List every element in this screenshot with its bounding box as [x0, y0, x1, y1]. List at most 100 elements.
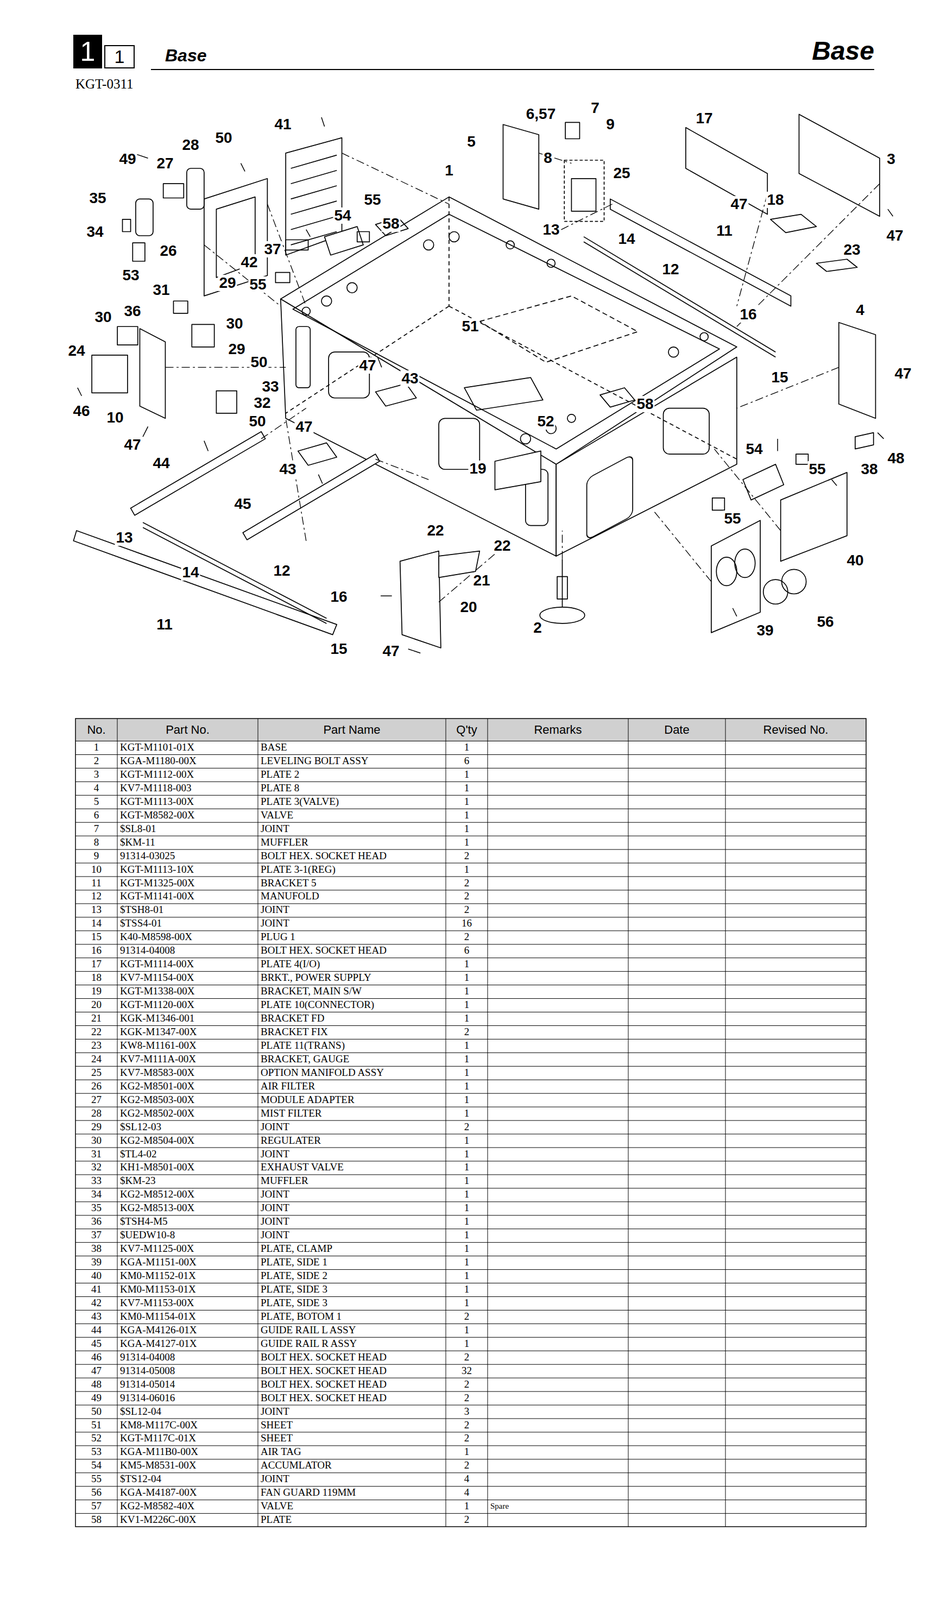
table-cell: JOINT	[260, 1214, 290, 1229]
table-cell: 45	[75, 1336, 118, 1351]
chapter-number-box: 1	[73, 34, 103, 69]
table-cell: PLUG 1	[260, 930, 296, 944]
table-cell: 14	[75, 916, 118, 931]
callout-number: 31	[151, 281, 171, 299]
table-cell: 38	[75, 1241, 118, 1256]
document-id: KGT-0311	[75, 76, 134, 92]
callout-number: 51	[460, 318, 480, 335]
table-cell: PLATE 3-1(REG)	[260, 862, 336, 877]
callout-number: 49	[117, 150, 137, 168]
callout-number: 22	[425, 522, 445, 539]
box-number: 1	[114, 46, 125, 68]
table-cell: 31	[75, 1147, 118, 1161]
table-cell: KGA-M4126-01X	[120, 1323, 197, 1337]
table-cell: 51	[75, 1418, 118, 1432]
table-cell: 1	[445, 1106, 488, 1121]
table-cell: 2	[445, 1120, 488, 1134]
callout-number: 47	[294, 418, 314, 435]
table-cell: KGA-M1180-00X	[120, 754, 197, 768]
table-cell: KGT-M1114-00X	[120, 957, 194, 971]
table-cell: KGA-M4127-01X	[120, 1336, 197, 1351]
table-cell: 1	[445, 740, 488, 755]
table-cell: KV1-M226C-00X	[120, 1512, 197, 1527]
table-cell: BRACKET FD	[260, 1011, 325, 1026]
table-cell: KV7-M111A-00X	[120, 1052, 197, 1066]
table-cell: PLATE 2	[260, 767, 300, 782]
table-cell: 19	[75, 984, 118, 999]
table-cell: KV7-M1154-00X	[120, 970, 195, 985]
table-cell: KG2-M8502-00X	[120, 1106, 195, 1121]
table-cell: 1	[445, 957, 488, 971]
table-cell: KGT-M1120-00X	[120, 998, 195, 1012]
callout-number: 30	[224, 315, 244, 332]
callout-number: 13	[541, 221, 561, 238]
callout-number: 43	[400, 370, 420, 387]
table-cell: KGT-M8582-00X	[120, 808, 195, 823]
table-cell: 48	[75, 1377, 118, 1392]
table-cell: JOINT	[260, 1147, 290, 1161]
table-cell: KG2-M8504-00X	[120, 1133, 195, 1148]
callout-number: 29	[226, 341, 246, 358]
table-cell: 5	[75, 794, 118, 809]
table-cell: 42	[75, 1296, 118, 1310]
table-cell: 35	[75, 1201, 118, 1215]
callout-number: 50	[247, 413, 267, 430]
table-cell: 32	[445, 1364, 488, 1378]
callout-number: 50	[213, 129, 233, 147]
table-cell: PLATE 8	[260, 781, 300, 795]
table-cell: $TS12-04	[120, 1472, 162, 1486]
table-cell: AIR TAG	[260, 1444, 302, 1459]
callout-number: 58	[381, 215, 401, 232]
callout-number: 56	[815, 613, 835, 630]
table-cell: 3	[75, 767, 118, 782]
table-cell: 7	[75, 822, 118, 836]
table-cell: KM0-M1152-01X	[120, 1269, 197, 1283]
table-cell: 4	[75, 781, 118, 795]
callout-number: 18	[765, 191, 785, 208]
table-cell: 1	[445, 1147, 488, 1161]
table-cell: $KM-11	[120, 835, 156, 850]
table-cell: MUFFLER	[260, 835, 309, 850]
table-cell: PLATE, SIDE 3	[260, 1282, 328, 1297]
callout-number: 55	[807, 461, 827, 478]
table-cell: 1	[445, 1173, 488, 1188]
table-cell: 1	[445, 1187, 488, 1202]
table-cell: 1	[445, 1296, 488, 1310]
table-cell: 22	[75, 1025, 118, 1039]
callout-number: 47	[381, 642, 401, 660]
table-cell: 1	[445, 781, 488, 795]
table-cell: KGT-M117C-01X	[120, 1431, 197, 1445]
table-cell: 1	[445, 1255, 488, 1270]
table-cell: KGT-M1101-01X	[120, 740, 195, 755]
callout-number: 8	[542, 149, 554, 167]
table-cell: BOLT HEX. SOCKET HEAD	[260, 849, 387, 863]
callout-number: 33	[260, 378, 280, 395]
table-cell: AIR FILTER	[260, 1079, 315, 1094]
table-cell: REGULATER	[260, 1133, 321, 1148]
table-cell: 2	[445, 1025, 488, 1039]
table-cell: $SL8-01	[120, 822, 157, 836]
callout-number: 28	[180, 136, 200, 154]
callout-number: 37	[262, 241, 282, 258]
table-cell: 44	[75, 1323, 118, 1337]
table-cell: 1	[445, 1241, 488, 1256]
table-cell: 10	[75, 862, 118, 877]
callout-number: 3	[885, 150, 897, 168]
callout-number: 47	[893, 365, 913, 382]
table-cell: 1	[445, 808, 488, 823]
table-cell: BRACKET FIX	[260, 1025, 328, 1039]
table-cell: $TL4-02	[120, 1147, 157, 1161]
table-cell: 4	[445, 1485, 488, 1500]
callout-number: 53	[121, 267, 141, 284]
table-cell: EXHAUST VALVE	[260, 1160, 344, 1174]
table-cell: 21	[75, 1011, 118, 1026]
callout-number: 9	[604, 116, 616, 133]
callout-number: 25	[611, 165, 631, 182]
table-cell: 33	[75, 1173, 118, 1188]
table-cell: 2	[445, 1431, 488, 1445]
table-cell: 6	[445, 754, 488, 768]
table-cell: 1	[445, 1160, 488, 1174]
callout-number: 55	[722, 510, 742, 527]
table-cell: 11	[75, 876, 118, 890]
callout-number: 29	[217, 274, 237, 292]
